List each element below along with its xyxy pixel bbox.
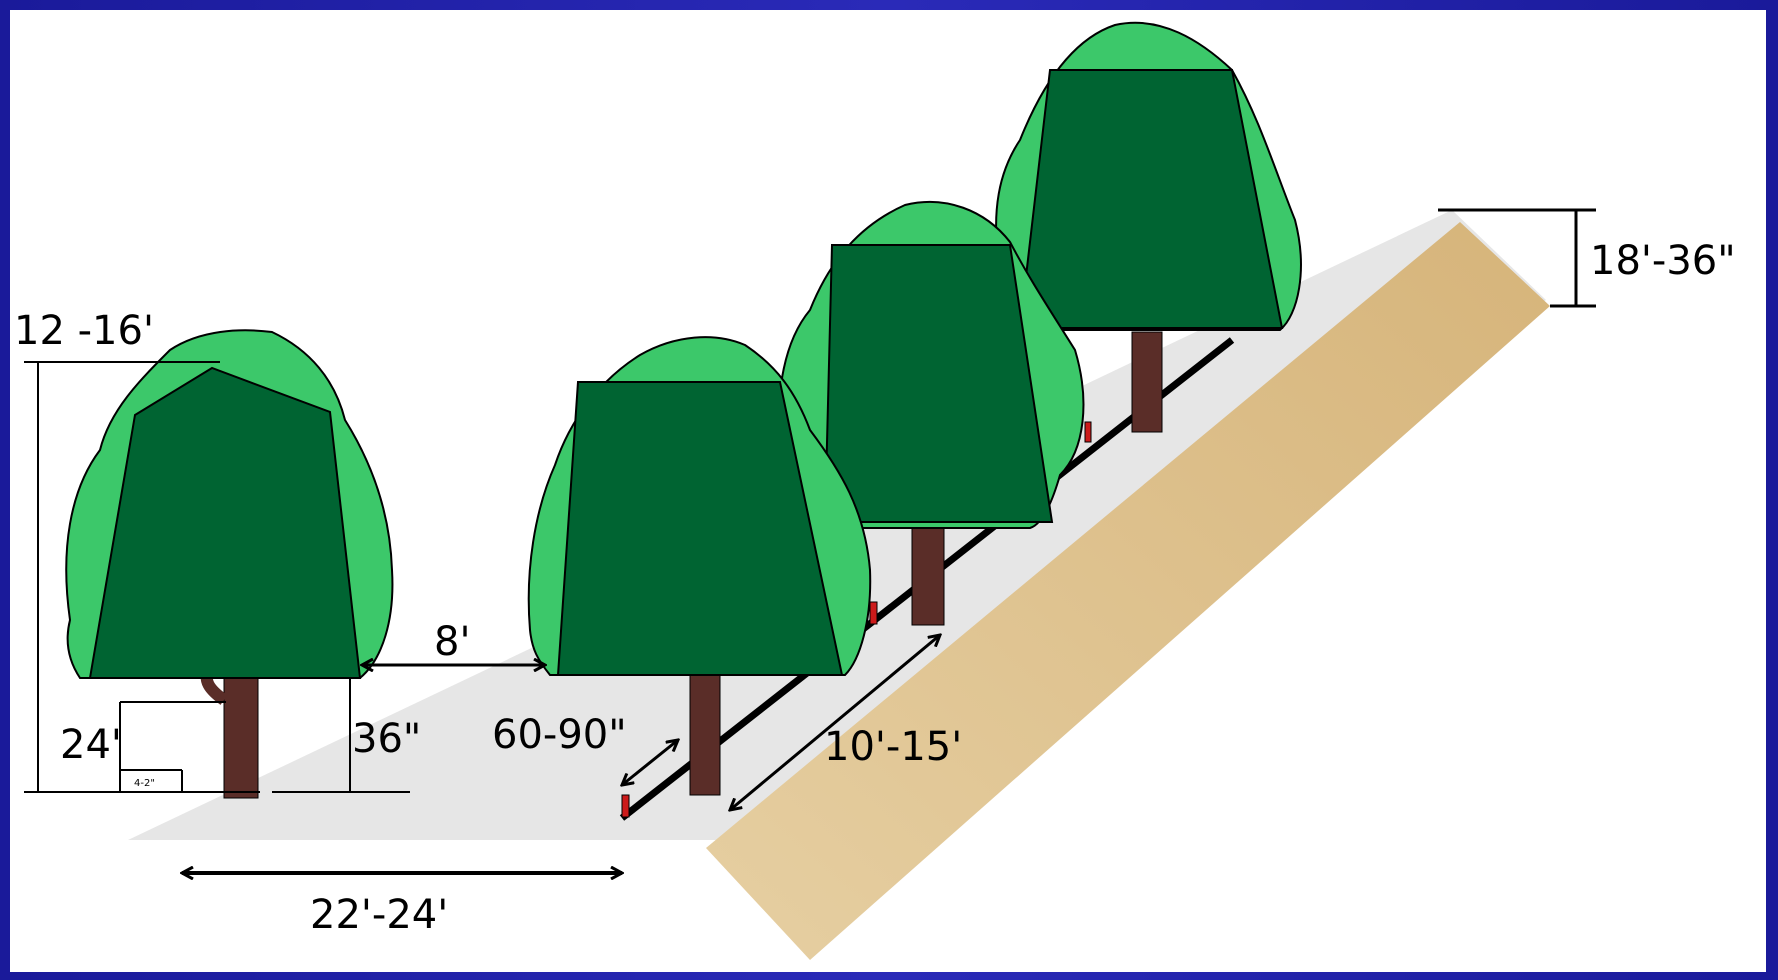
trunk	[223, 667, 259, 799]
label-tree-spacing: 10'-15'	[824, 724, 962, 770]
tree-3	[777, 201, 1085, 626]
trunk	[1131, 331, 1163, 433]
label-emitter-spacing: 60-90"	[492, 712, 627, 758]
tree-left	[65, 329, 394, 799]
label-canopy-gap: 8'	[434, 619, 470, 665]
trunk	[911, 524, 945, 626]
canopy-dark	[1018, 69, 1284, 329]
emitter	[1084, 421, 1092, 443]
emitters	[621, 421, 1092, 818]
dimension-bed-height	[1438, 208, 1596, 308]
arrow-tree-spacing	[730, 635, 940, 810]
canopy-dark	[88, 366, 362, 679]
diagram-canvas: 12 -16' 8' 36" 24' 4-2" 60-90" 10'-15' 2…	[10, 10, 1766, 972]
emitter	[621, 794, 630, 818]
label-trunk-small: 4-2"	[134, 778, 155, 789]
label-canopy-clearance: 36"	[352, 716, 421, 762]
tree-4	[995, 21, 1302, 433]
orchard-planting-diagram: 12 -16' 8' 36" 24' 4-2" 60-90" 10'-15' 2…	[14, 21, 1736, 960]
label-row-spacing: 22'-24'	[310, 892, 448, 938]
trunk	[689, 674, 721, 796]
label-bed-height: 18'-36"	[1590, 238, 1736, 284]
dimension-tree-height	[24, 361, 260, 793]
label-canopy-width: 12 -16'	[14, 308, 154, 354]
dimension-ground-clearance	[119, 701, 226, 792]
tree-2	[527, 336, 872, 796]
emitter	[869, 601, 878, 625]
arrow-emitter-spacing	[622, 740, 678, 785]
dimension-canopy-clearance	[272, 678, 410, 793]
canopy-dark	[823, 244, 1054, 523]
label-ground-clearance: 24'	[60, 722, 122, 768]
